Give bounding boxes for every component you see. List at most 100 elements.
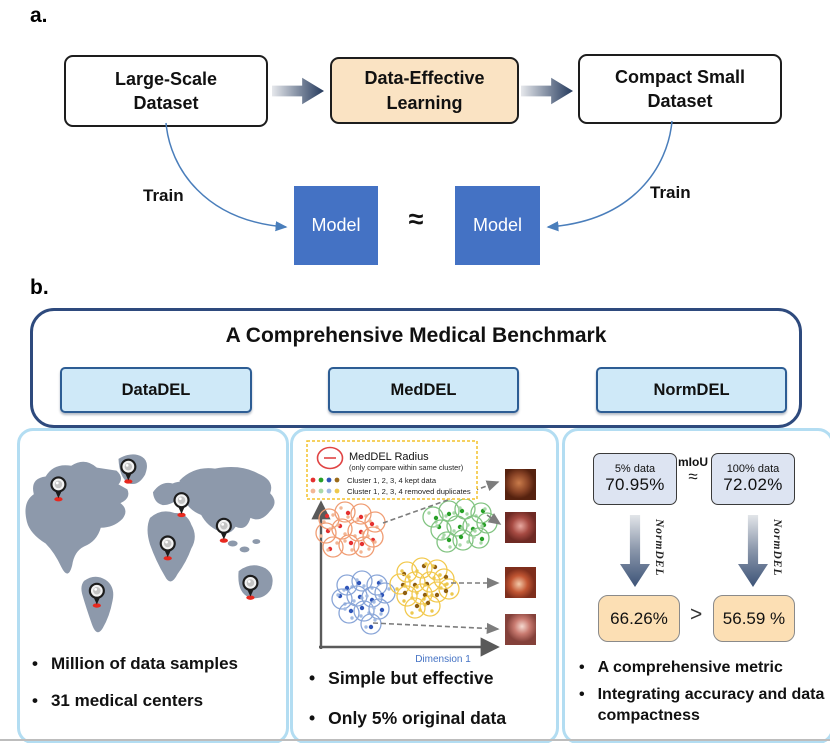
cluster-links (372, 480, 502, 635)
benchmark-title: A Comprehensive Medical Benchmark (225, 324, 607, 347)
removed-duplicate-dot (438, 573, 442, 577)
endoscopy-image-3 (505, 567, 536, 598)
compact-small-dataset-box: Compact Small Dataset (578, 54, 782, 124)
benchmark-container: A Comprehensive Medical Benchmark DataDE… (30, 308, 802, 428)
cluster-circle (419, 595, 441, 617)
endoscopy-image-4 (505, 614, 536, 645)
miou-block: mIoU ≈ (675, 455, 711, 487)
train-curves (165, 120, 673, 232)
kept-data-dot (446, 537, 452, 543)
legend: MedDEL Radius (only compare within same … (306, 440, 478, 500)
removed-duplicate-dot (378, 594, 382, 598)
removed-duplicate-dot (356, 517, 360, 521)
result-right-box: 56.59 % (713, 595, 795, 642)
kept-data-dot (345, 510, 351, 516)
del-line1: Data-Effective (364, 68, 485, 89)
removed-duplicate-dot (367, 547, 371, 551)
removed-duplicate-dot (427, 511, 431, 515)
cluster-circle (389, 573, 411, 595)
map-pin-icon (50, 476, 67, 502)
removed-duplicate-dot (473, 529, 477, 533)
kept-data-dot (425, 600, 431, 606)
meddel-bullets: •Simple but effective•Only 5% original d… (309, 667, 550, 743)
meddel-radius-icon (316, 446, 344, 470)
meddel-panel: Dimension 1 MedDEL Radius (only c (290, 428, 559, 743)
bullet-dot-icon: • (32, 654, 38, 673)
map-pin-icon (173, 492, 190, 518)
legend-removed-dot (318, 488, 324, 494)
removed-duplicate-dot (395, 587, 399, 591)
removed-duplicate-dot (448, 545, 452, 549)
bullet-text: A comprehensive metric (597, 659, 783, 676)
five-percent-label: 5% data (614, 463, 656, 475)
cluster-group (422, 498, 498, 553)
track-normdel: NormDEL (596, 367, 787, 413)
link-cluster3 (372, 622, 500, 635)
bottom-divider (0, 739, 830, 741)
hundred-percent-value: 72.02% (723, 475, 783, 494)
north-america (25, 461, 129, 574)
bullet-dot-icon: • (579, 659, 585, 676)
legend-kept-dot (326, 477, 332, 483)
removed-duplicate-dot (379, 579, 383, 583)
island (239, 546, 250, 553)
kept-data-dot (434, 592, 440, 598)
kept-data-dot (459, 508, 465, 514)
legend-removed-dot (326, 488, 332, 494)
kept-data-dot (433, 515, 439, 521)
approx-symbol: ≈ (688, 467, 698, 486)
cluster-circle (433, 568, 455, 590)
bullet-dot-icon: • (579, 685, 585, 703)
cluster-circle (338, 534, 360, 556)
map-pin-icon (242, 574, 259, 600)
removed-duplicate-dot (379, 612, 383, 616)
kept-data-dot (348, 540, 354, 546)
kept-data-dot (324, 513, 330, 519)
cluster-circle (353, 536, 375, 558)
removed-duplicate-dot (472, 535, 476, 539)
cluster-circle (331, 588, 353, 610)
cluster-circle (404, 597, 426, 619)
removed-duplicate-dot (343, 607, 347, 611)
cluster-group (331, 570, 396, 635)
removed-duplicate-dot (352, 599, 356, 603)
datadel-bullets: •Million of data samples• 31 medical cent… (32, 653, 280, 727)
removed-duplicate-dot (355, 578, 359, 582)
removed-duplicate-dot (424, 562, 428, 566)
train-curve-left (165, 122, 288, 232)
legend-kept-dot (334, 477, 340, 483)
legend-kept-dots (310, 477, 340, 483)
cluster-plot: Dimension 1 MedDEL Radius (only c (306, 440, 536, 665)
cluster-circle (430, 519, 452, 541)
removed-duplicate-dot (435, 524, 439, 528)
hundred-percent-box: 100% data 72.02% (711, 453, 795, 505)
removed-duplicate-dot (443, 583, 447, 587)
large-scale-line2: Dataset (133, 93, 199, 113)
kept-data-dot (479, 536, 485, 542)
cluster-circle (322, 536, 344, 558)
kept-data-dot (358, 514, 364, 520)
cluster-circle (404, 571, 426, 593)
removed-duplicate-dot (364, 625, 368, 629)
removed-duplicate-dot (365, 594, 369, 598)
cluster-circle (331, 518, 353, 540)
bullet-item: •Million of data samples (32, 653, 280, 676)
cluster-circle (315, 522, 337, 544)
removed-duplicate-dot (410, 611, 414, 615)
legend-kept-label: Cluster 1, 2, 3, 4 kept data (347, 476, 437, 485)
x-axis-label: Dimension 1 (415, 654, 471, 665)
removed-duplicate-dot (326, 548, 330, 552)
cluster-circle (438, 578, 460, 600)
asia (179, 467, 275, 534)
map-pin-icon (120, 458, 137, 484)
endoscopy-image-1 (505, 469, 536, 500)
kept-data-dot (379, 607, 385, 613)
removed-duplicate-dot (350, 616, 354, 620)
cluster-circle (334, 501, 356, 523)
map-pin-icon (215, 517, 232, 543)
cluster-circle (366, 574, 388, 596)
bullet-text: 31 medical centers (50, 690, 204, 710)
normdel-arrow-icon (738, 515, 768, 587)
removed-duplicate-dot (452, 529, 456, 533)
